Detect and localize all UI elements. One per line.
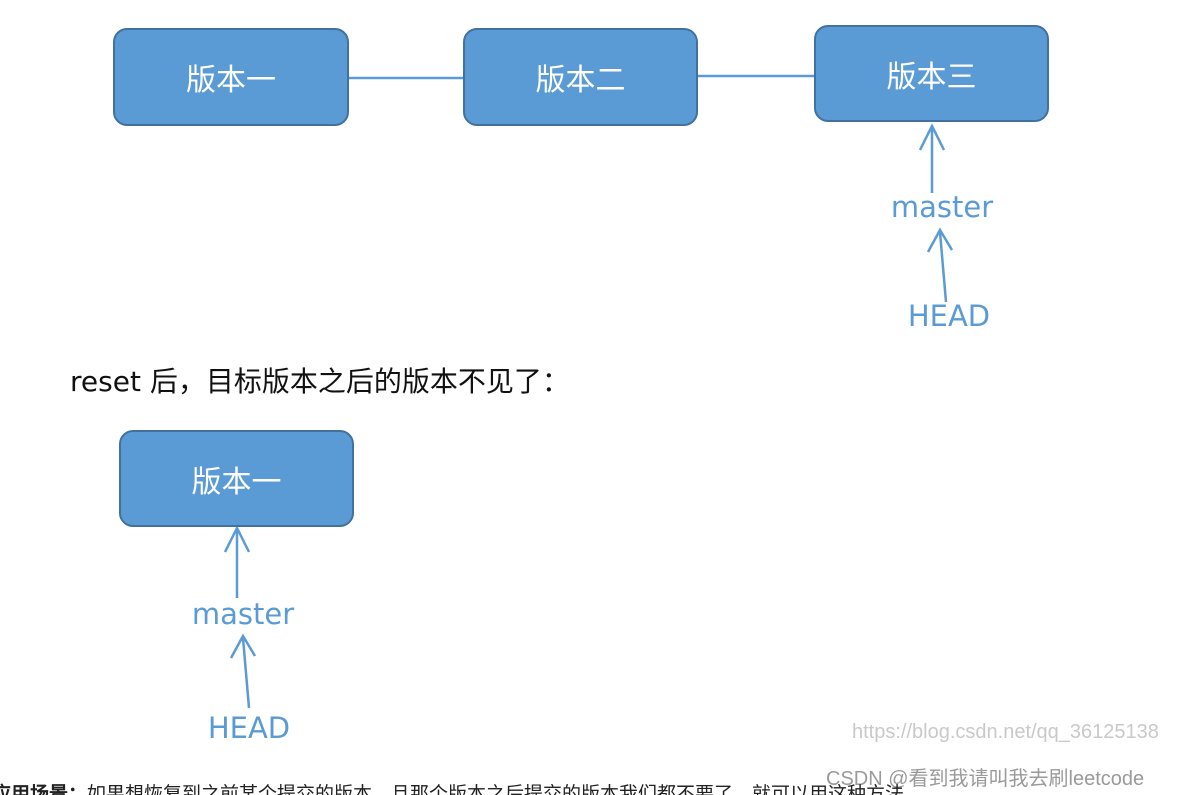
arrowhead-head-to-master-bottom [229, 633, 257, 659]
usage-scenario-text: 应用场景：如果想恢复到之前某个提交的版本，且那个版本之后提交的版本我们都不要了，… [0, 777, 923, 795]
master-label-top: master [890, 190, 994, 224]
arrowhead-master-to-v1 [223, 525, 251, 553]
usage-scenario-label: 应用场景： [0, 783, 88, 795]
blog-url-watermark: https://blog.csdn.net/qq_36125138 [852, 721, 1159, 743]
csdn-watermark: CSDN @看到我请叫我去刷leetcode [826, 768, 1145, 790]
arrowhead-head-to-master-top [926, 227, 954, 253]
arrow-head-to-master-bottom [241, 637, 251, 709]
version-box-1: 版本一 [113, 28, 349, 126]
head-label-bottom: HEAD [207, 711, 291, 745]
master-label-bottom: master [191, 597, 295, 631]
head-label-top: HEAD [907, 299, 991, 333]
reset-caption: reset 后，目标版本之后的版本不见了： [70, 365, 570, 398]
arrowhead-master-to-v3 [918, 123, 946, 151]
version-box-1-after-reset: 版本一 [119, 430, 354, 527]
version-box-3: 版本三 [814, 25, 1049, 122]
version-box-2: 版本二 [463, 28, 698, 126]
usage-scenario-body: 如果想恢复到之前某个提交的版本，且那个版本之后提交的版本我们都不要了，就可以用这… [87, 783, 924, 795]
arrow-head-to-master-top [938, 231, 948, 303]
